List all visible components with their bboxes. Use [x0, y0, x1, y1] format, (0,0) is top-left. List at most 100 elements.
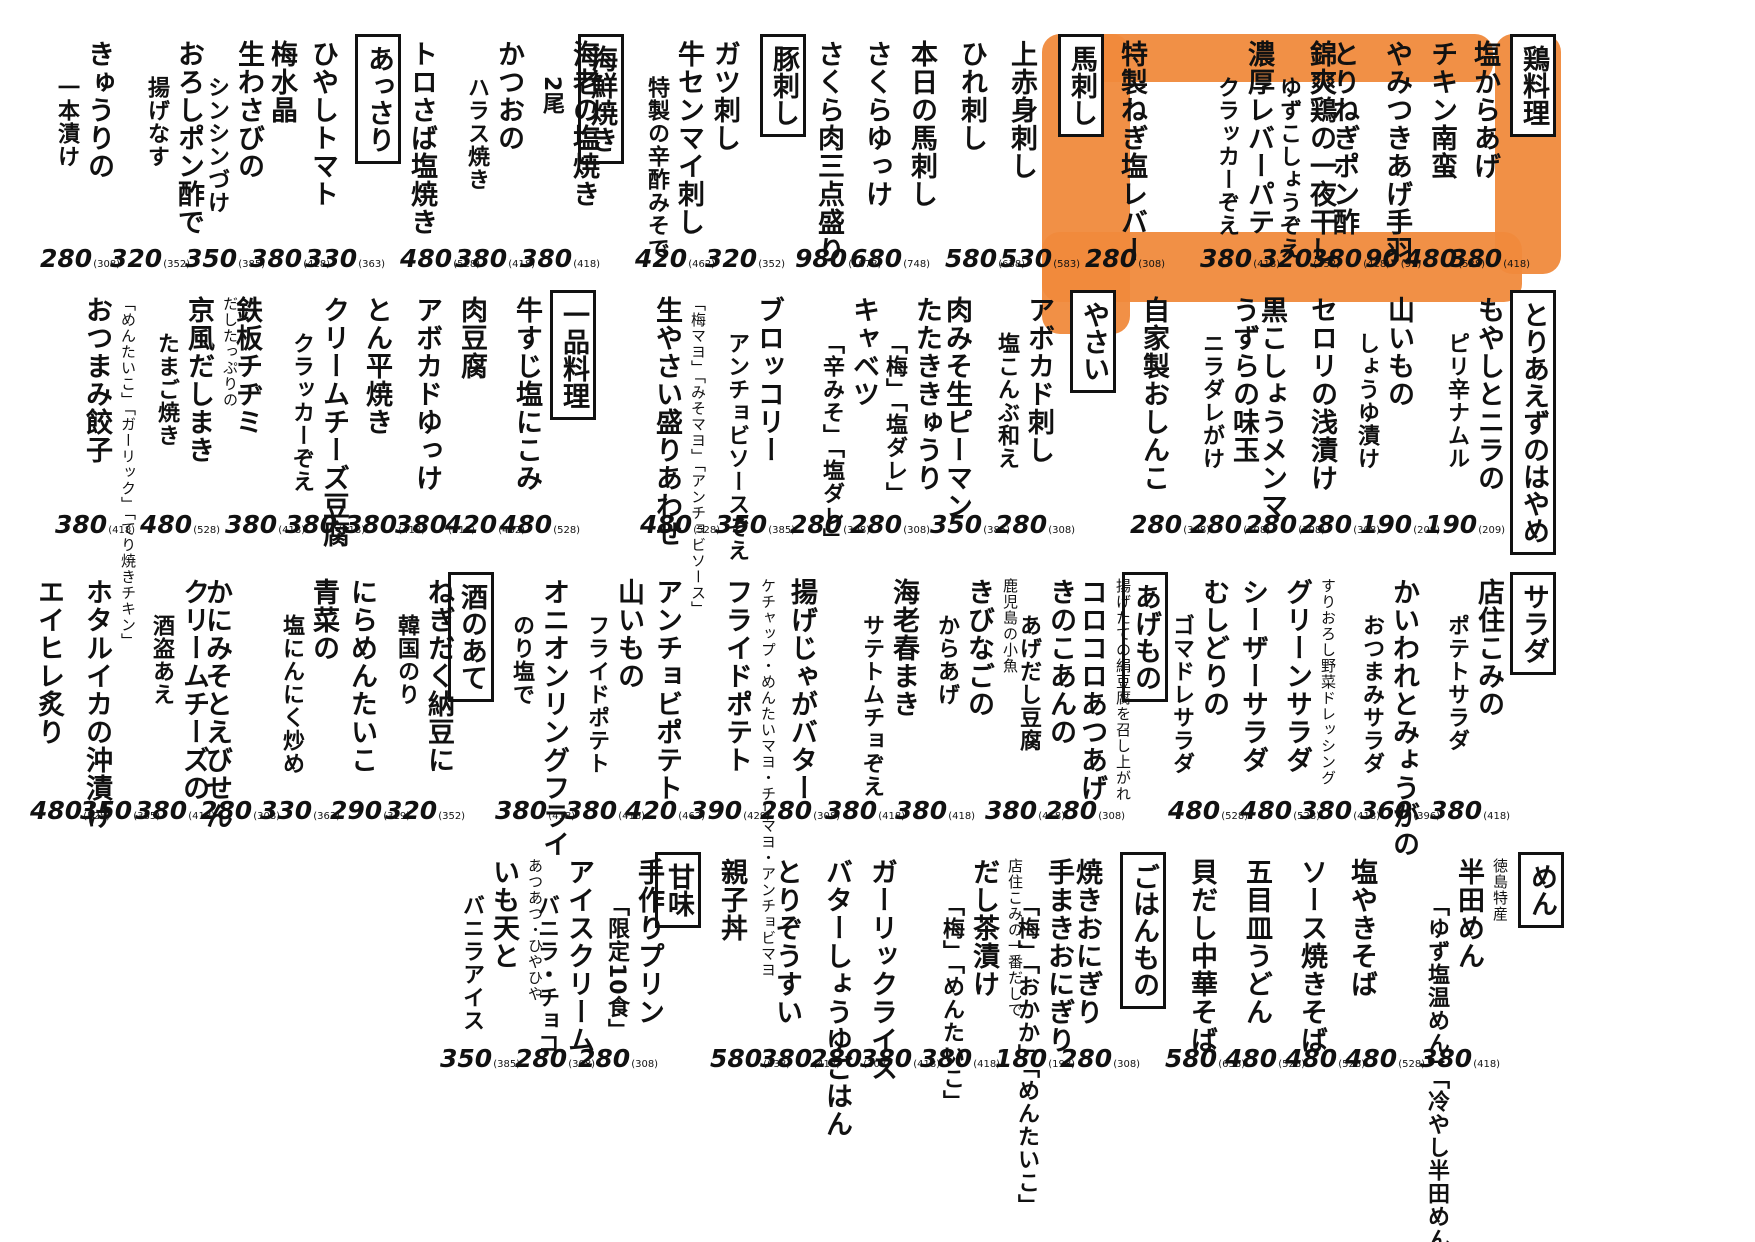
- menu-item-price: 280(308): [790, 510, 870, 539]
- menu-item: 手作りプリン「限定10食」: [600, 858, 664, 1042]
- menu-item-price: 380(418): [1300, 796, 1380, 825]
- menu-item-price: 580(638): [945, 244, 1025, 273]
- menu-item-sub: のり塩で: [509, 614, 534, 706]
- menu-item: 店住こみのポテトサラダ: [1440, 578, 1504, 752]
- menu-item: 貝だし中華そば: [1185, 858, 1217, 1054]
- price-value: 320: [1260, 244, 1313, 273]
- section-header: 甘味: [655, 852, 701, 928]
- menu-item: ひやしトマト: [306, 40, 338, 208]
- price-with-tax: (209): [1478, 525, 1506, 536]
- menu-item: むしどりのゴマドレサラダ: [1165, 578, 1229, 775]
- price-with-tax: (308): [631, 1059, 659, 1070]
- menu-item-name: 海老春まき: [888, 578, 919, 718]
- price-value: 680: [850, 244, 903, 273]
- price-value: 380: [1310, 244, 1363, 273]
- price-with-tax: (418): [618, 811, 646, 822]
- price-with-tax: (308): [253, 811, 281, 822]
- price-with-tax: (99): [1400, 259, 1422, 270]
- price-with-tax: (308): [1353, 525, 1381, 536]
- menu-item-price: 380(418): [455, 244, 535, 273]
- menu-item-sub: 「梅」「おかか」「めんたいこ」: [1014, 894, 1039, 1217]
- price-with-tax: (418): [188, 811, 216, 822]
- menu-item-name: うずらの味玉: [1228, 296, 1259, 464]
- menu-item-price: 380(418): [55, 510, 135, 539]
- price-value: 280: [1045, 796, 1098, 825]
- menu-item-sub: シンシンづけ: [204, 76, 229, 214]
- menu-item: クリームチーズの酒盗あえ: [145, 578, 209, 802]
- price-with-tax: (462): [678, 811, 706, 822]
- menu-item-sub: ポテトサラダ: [1444, 614, 1469, 752]
- price-value: 350: [440, 1044, 493, 1073]
- menu-item: 海老春まきサテトムチョぞえ: [855, 578, 919, 798]
- menu-item-name: 山いもの: [1383, 296, 1414, 408]
- menu-item: 「めんたいこ」「ガーリック」「てり焼きチキン」おつまみ餃子: [80, 296, 144, 649]
- menu-item: おろしポン酢で揚げなす: [140, 40, 204, 236]
- price-value: 480: [400, 244, 453, 273]
- menu-item-note: あつあつ・ひやひや: [526, 858, 544, 1002]
- menu-item-name: グリーンサラダ: [1281, 578, 1312, 774]
- price-with-tax: (352): [438, 811, 466, 822]
- menu-item: 牛すじ塩にこみ: [510, 296, 542, 492]
- price-value: 420: [635, 244, 688, 273]
- menu-item-sub: たまご焼き: [154, 332, 179, 447]
- menu-item-name: クリームチーズ豆腐: [318, 296, 349, 548]
- menu-item-name: バターしょうゆごはん: [821, 858, 852, 1138]
- menu-item-name: 焼きおにぎり: [1071, 858, 1102, 1026]
- menu-item: ねぎだく納豆に韓国のり: [390, 578, 454, 774]
- price-value: 480: [1345, 1044, 1398, 1073]
- price-value: 350: [185, 244, 238, 273]
- menu-item-price: 380(418): [860, 1044, 940, 1073]
- menu-item: たたききゅうり「梅」「塩ダレ」: [878, 296, 942, 505]
- menu-item: あつあつ・ひやひやいも天とバニラアイス: [455, 858, 551, 1032]
- menu-item-name: 本日の馬刺し: [906, 40, 937, 208]
- price-with-tax: (528): [453, 259, 481, 270]
- menu-item-price: 580(638): [1165, 1044, 1245, 1073]
- price-value: 350: [930, 510, 983, 539]
- menu-item-name: とりねぎポン酢: [1328, 40, 1359, 236]
- price-value: 380: [1200, 244, 1253, 273]
- menu-item-sub: 「梅」「めんたいこ」: [939, 894, 964, 1113]
- price-with-tax: (418): [108, 525, 136, 536]
- menu-item-name: きのこあんの: [1045, 578, 1076, 746]
- section-header: めん: [1518, 852, 1564, 928]
- menu-item-name: ひやしトマト: [307, 40, 338, 208]
- menu-item-price: 380(418): [345, 510, 425, 539]
- menu-item: 焼きおにぎり: [1070, 858, 1102, 1026]
- menu-item: 塩やきそば: [1345, 858, 1377, 998]
- price-value: 280: [515, 1044, 568, 1073]
- price-with-tax: (308): [1243, 525, 1271, 536]
- menu-item-sub: 酒盗あえ: [149, 614, 174, 706]
- menu-item-price: 480(528): [500, 510, 580, 539]
- menu-item-sub: 「ゆず塩温めん」「冷やし半田めん」: [1424, 894, 1449, 1242]
- price-with-tax: (308): [1098, 811, 1126, 822]
- menu-item-price: 280(308): [1190, 510, 1270, 539]
- price-with-tax: (583): [1053, 259, 1081, 270]
- menu-item-price: 280(308): [40, 244, 120, 273]
- menu-item-price: 320(352): [1260, 244, 1340, 273]
- price-value: 380: [825, 796, 878, 825]
- menu-item-name: オニオンリングフライ: [538, 578, 569, 858]
- price-value: 480: [1240, 796, 1293, 825]
- menu-item-price: 350(385): [185, 244, 265, 273]
- menu-item-sub: 揚げなす: [144, 76, 169, 168]
- menu-item-price: 90(99): [1365, 244, 1421, 273]
- menu-item-name: トロさば塩焼き: [406, 40, 437, 236]
- price-with-tax: (418): [1353, 811, 1381, 822]
- menu-item-name: かにみそとえびせん: [201, 578, 232, 830]
- menu-item-name: にらめんたいこ: [346, 578, 377, 774]
- menu-item-name: とりぞうすい: [771, 858, 802, 1026]
- menu-item-price: 280(308): [1060, 1044, 1140, 1073]
- menu-item: さくらゆっけ: [860, 40, 892, 208]
- menu-item-name: 手作りプリン: [633, 858, 664, 1026]
- menu-item: にらめんたいこ: [345, 578, 377, 774]
- menu-item-name: たたききゅうり: [911, 296, 942, 492]
- menu-item: 徳島特産半田めん「ゆず塩温めん」「冷やし半田めん」: [1420, 858, 1516, 1242]
- menu-item-price: 420(462): [635, 244, 715, 273]
- price-value: 350: [715, 510, 768, 539]
- menu-item: チキン南蛮: [1425, 40, 1457, 180]
- price-with-tax: (528): [83, 811, 111, 822]
- menu-item-price: 350(385): [930, 510, 1010, 539]
- menu-item-price: 380(418): [920, 1044, 1000, 1073]
- menu-item-sub: 特製の辛酢みそで: [644, 76, 669, 260]
